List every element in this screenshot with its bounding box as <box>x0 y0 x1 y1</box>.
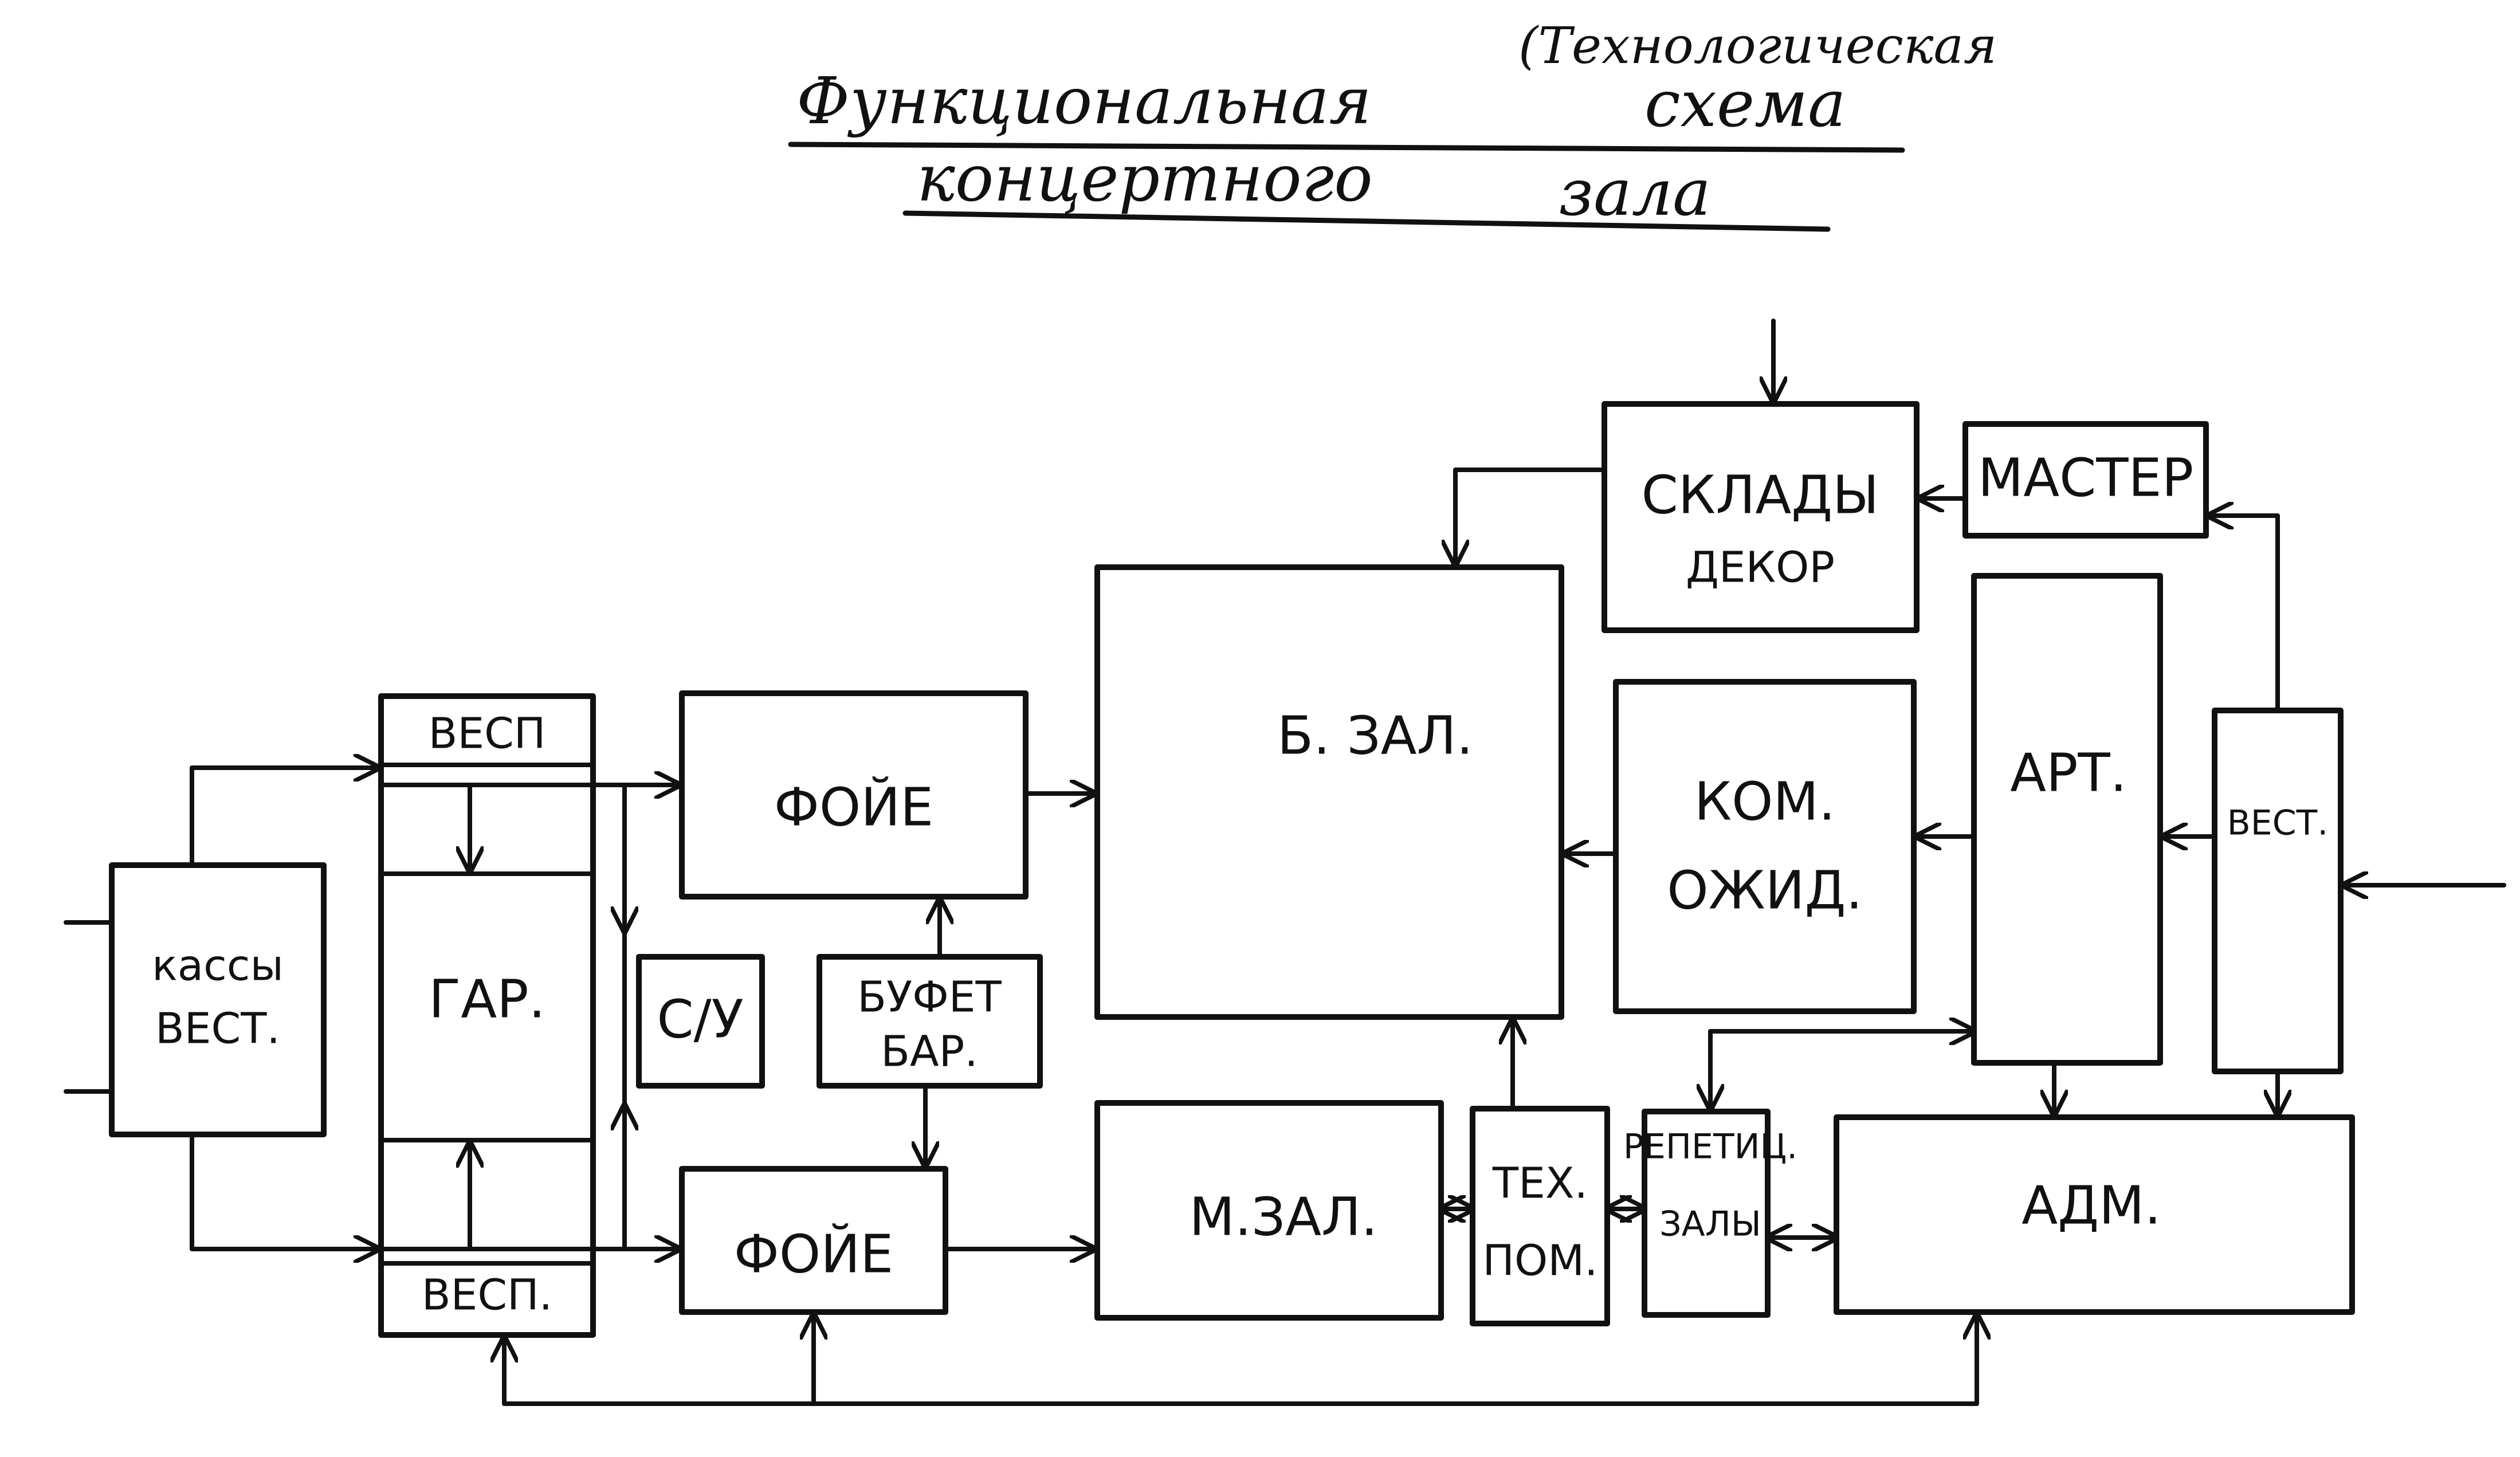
title-underline-2 <box>902 210 1831 232</box>
title-line1-alt: (Технологическая <box>1518 16 1997 75</box>
foye-bottom-label: ФОЙЕ <box>734 1223 894 1285</box>
vest-to-master-arrow <box>2209 516 2280 713</box>
art-label: АРТ. <box>2010 742 2127 803</box>
repetits-label: РЕПЕТИЦ. <box>1623 1127 1797 1167</box>
adm-box <box>1834 1114 2355 1315</box>
kom-label: КОМ. <box>1694 771 1835 832</box>
bufet-bar-box <box>817 954 1043 1089</box>
vest-bottom-label: ВЕСП. <box>422 1271 552 1320</box>
title-line2: концертного <box>917 142 1373 216</box>
title-block: Функциональная (Технологическая схема ко… <box>788 16 1997 232</box>
vest-label: ВЕСТ. <box>155 1004 280 1054</box>
foye-bottom-box <box>679 1166 948 1315</box>
bufet-label: БУФЕТ <box>857 973 1002 1022</box>
kassy-to-vest-top-arrow <box>190 768 378 867</box>
gar-column-box <box>378 693 596 1338</box>
kassy-vest-box <box>109 862 327 1137</box>
bar-label: БАР. <box>881 1027 978 1077</box>
foye-top-label: ФОЙЕ <box>774 776 934 838</box>
zaly-label: ЗАЛЫ <box>1659 1204 1761 1244</box>
sklady-to-b-zal-arrow <box>1455 468 1607 564</box>
b-zal-label: Б. ЗАЛ. <box>1277 705 1473 766</box>
title-line2-tail: зала <box>1559 156 1711 230</box>
art-box <box>1971 573 2163 1066</box>
master-label: МАСТЕР <box>1978 447 2193 508</box>
title-line1-tail: схема <box>1644 67 1846 142</box>
adm-label: АДМ. <box>2022 1175 2161 1236</box>
vest-right-label: ВЕСТ. <box>2227 803 2329 843</box>
dekor-label: ДЕКОР <box>1686 543 1835 592</box>
vest-right-box <box>2212 708 2344 1074</box>
tekh-pom-box <box>1470 1106 1610 1326</box>
art-repetits-arrow <box>1710 1031 1974 1109</box>
sklady-dekor-box <box>1602 401 1920 633</box>
bottom-service-line <box>504 1315 1977 1406</box>
m-zal-label: М.ЗАЛ. <box>1190 1186 1378 1247</box>
master-box <box>1962 421 2209 539</box>
sklady-label: СКЛАДЫ <box>1642 464 1879 525</box>
connectors <box>64 319 2506 1406</box>
tekh-label: ТЕХ. <box>1492 1159 1588 1208</box>
su-label: С/У <box>657 988 743 1050</box>
ozhid-label: ОЖИД. <box>1667 859 1862 921</box>
pom-label: ПОМ. <box>1482 1236 1597 1286</box>
kassy-label: кассы <box>152 941 284 991</box>
title-underline-1 <box>788 142 1905 153</box>
b-zal-box <box>1094 564 1564 1020</box>
title-line1: Функциональная <box>796 64 1372 139</box>
kassy-to-vest-bottom-arrow <box>190 1132 378 1249</box>
vest-top-label: ВЕСП <box>429 709 546 759</box>
su-box <box>636 954 765 1089</box>
kom-ozhid-box <box>1613 679 1917 1014</box>
gar-label: ГАР. <box>429 968 545 1030</box>
